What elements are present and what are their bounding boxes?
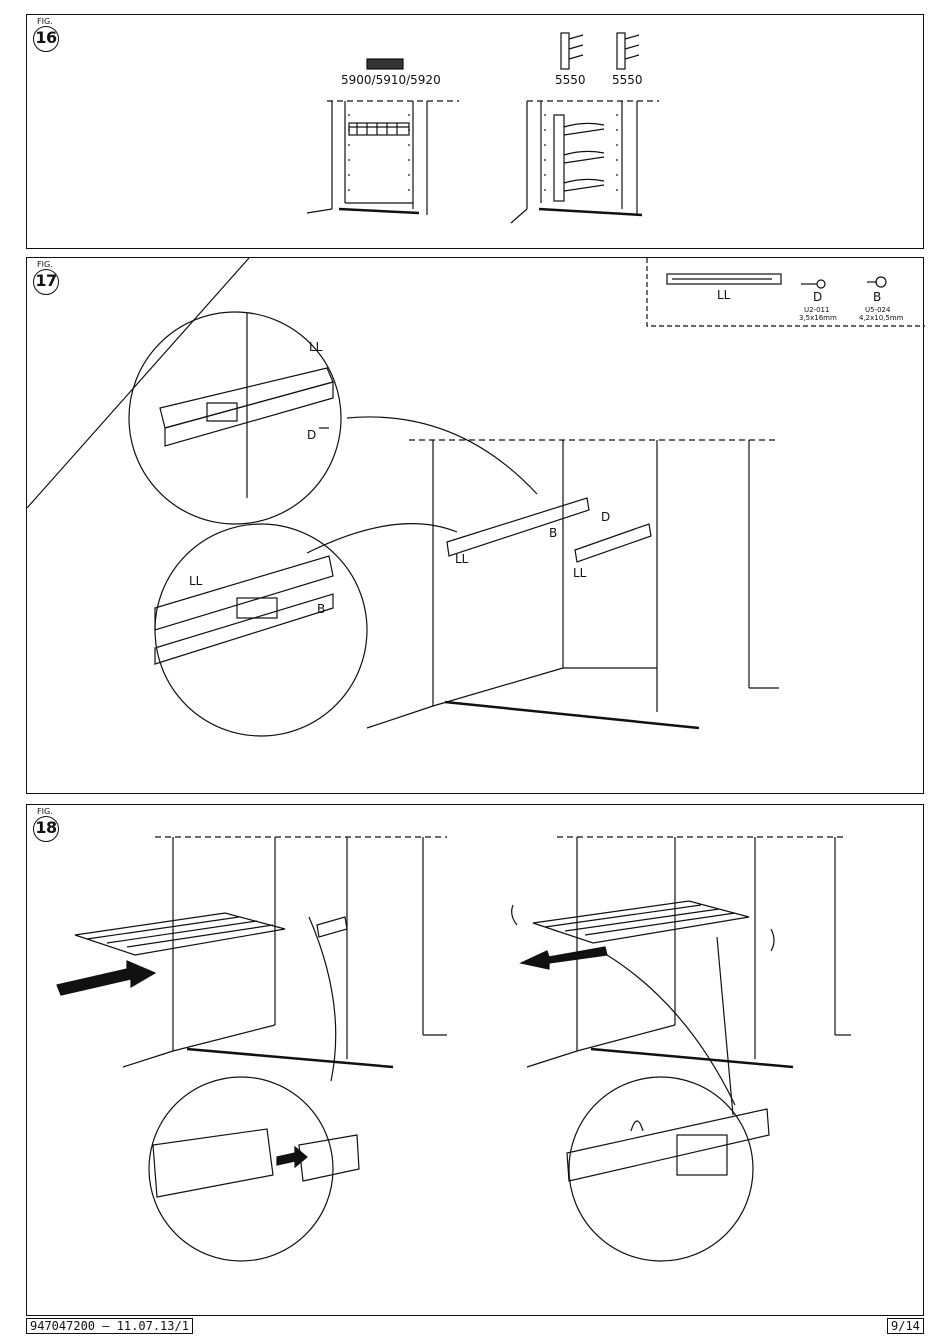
part-ll-label: LL bbox=[717, 288, 730, 302]
figure-18-panel: FIG. 18 bbox=[26, 804, 924, 1316]
runner-left bbox=[447, 498, 589, 556]
figure-17-illustration bbox=[27, 258, 925, 795]
callout-ll-bottom: LL bbox=[189, 574, 202, 588]
trouser-rack-right bbox=[533, 901, 749, 943]
runner-part-icon bbox=[667, 274, 781, 284]
screw-d-icon bbox=[801, 280, 825, 288]
part-b-size: 4,2x10,5mm bbox=[859, 314, 904, 322]
pull-arrow-right bbox=[521, 947, 607, 969]
wardrobe-right-drawing bbox=[511, 101, 659, 223]
rotate-arrow-right bbox=[771, 929, 774, 951]
part-b-label: B bbox=[873, 290, 881, 304]
callout-d-top: D bbox=[307, 428, 316, 442]
connector-arc-left bbox=[309, 917, 336, 1081]
document-code: 947047200 – 11.07.13/1 bbox=[26, 1318, 193, 1334]
push-arrow-left bbox=[57, 961, 155, 995]
callout-ll-top: LL bbox=[309, 340, 322, 354]
part-d-size: 3,5x16mm bbox=[799, 314, 837, 322]
page-number: 9/14 bbox=[887, 1318, 924, 1334]
figure-18-illustration bbox=[27, 805, 925, 1317]
part-b-code: U5-024 bbox=[865, 306, 890, 314]
connector-arc-top bbox=[347, 417, 537, 494]
detail-circle-left bbox=[149, 1077, 333, 1261]
wardrobe-left-drawing bbox=[307, 101, 459, 215]
figure-17-panel: FIG. 17 bbox=[26, 257, 924, 794]
callout-b-bottom: B bbox=[317, 602, 325, 616]
wardrobe-left-drawing bbox=[75, 837, 447, 1067]
callout-ll-main-right: LL bbox=[573, 566, 586, 580]
screw-b-icon bbox=[867, 277, 886, 287]
callout-d-main: D bbox=[601, 510, 610, 524]
lift-arrow bbox=[631, 1121, 643, 1131]
figure-16-illustration bbox=[27, 15, 925, 250]
wardrobe-main-drawing bbox=[367, 440, 779, 728]
shoe-rack-icon bbox=[561, 33, 639, 69]
insert-arrow bbox=[277, 1147, 307, 1167]
detail-circle-bottom bbox=[155, 524, 367, 736]
detail-circle-right bbox=[569, 1077, 753, 1261]
figure-16-panel: FIG. 16 5900/5910/5920 5550 5550 bbox=[26, 14, 924, 249]
callout-ll-main-left: LL bbox=[455, 552, 468, 566]
rotate-arrow-left bbox=[512, 905, 517, 925]
connector-arc-right bbox=[607, 955, 735, 1105]
part-d-label: D bbox=[813, 290, 822, 304]
runner-right-left bbox=[317, 917, 347, 937]
wardrobe-right-drawing bbox=[512, 837, 851, 1067]
runner-right bbox=[575, 524, 651, 562]
callout-b-main: B bbox=[549, 526, 557, 540]
part-d-code: U2-011 bbox=[804, 306, 829, 314]
connector-line-right bbox=[717, 937, 733, 1115]
trouser-rack-icon bbox=[367, 59, 403, 69]
trouser-rack-left bbox=[75, 913, 285, 955]
